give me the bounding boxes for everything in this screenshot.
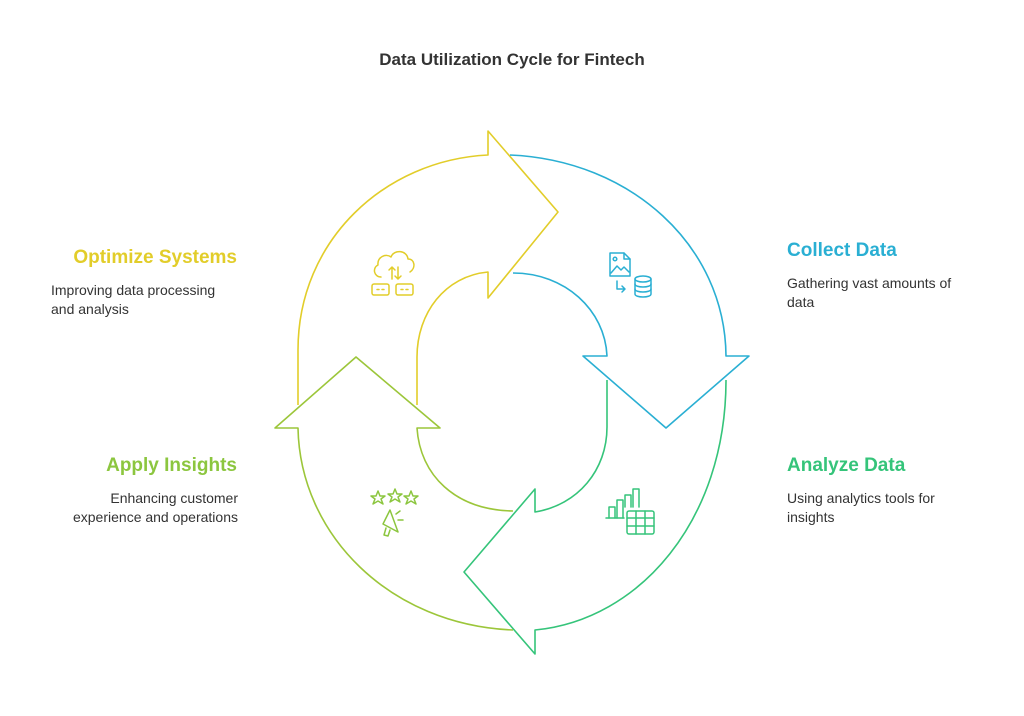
segment-collect — [509, 154, 750, 429]
stage-title-apply: Apply Insights — [106, 455, 237, 476]
image-database-icon — [609, 252, 652, 298]
segment-analyze — [463, 379, 727, 655]
segment-apply — [274, 356, 514, 631]
cloud-servers-icon — [371, 250, 415, 296]
stage-desc-optimize: Improving data processing and analysis — [51, 282, 216, 317]
stage-title-analyze: Analyze Data — [787, 455, 906, 476]
stage-desc-collect: Gathering vast amounts of data — [787, 275, 952, 310]
diagram-title: Data Utilization Cycle for Fintech — [379, 50, 645, 69]
stage-desc-analyze: Using analytics tools for insights — [787, 490, 935, 525]
segment-optimize — [297, 130, 559, 405]
stage-desc-apply: Enhancing customer experience and operat… — [72, 490, 238, 525]
stage-title-optimize: Optimize Systems — [73, 247, 237, 268]
stage-title-collect: Collect Data — [787, 240, 897, 261]
chart-table-icon — [605, 488, 655, 535]
stars-megaphone-icon — [370, 488, 419, 537]
